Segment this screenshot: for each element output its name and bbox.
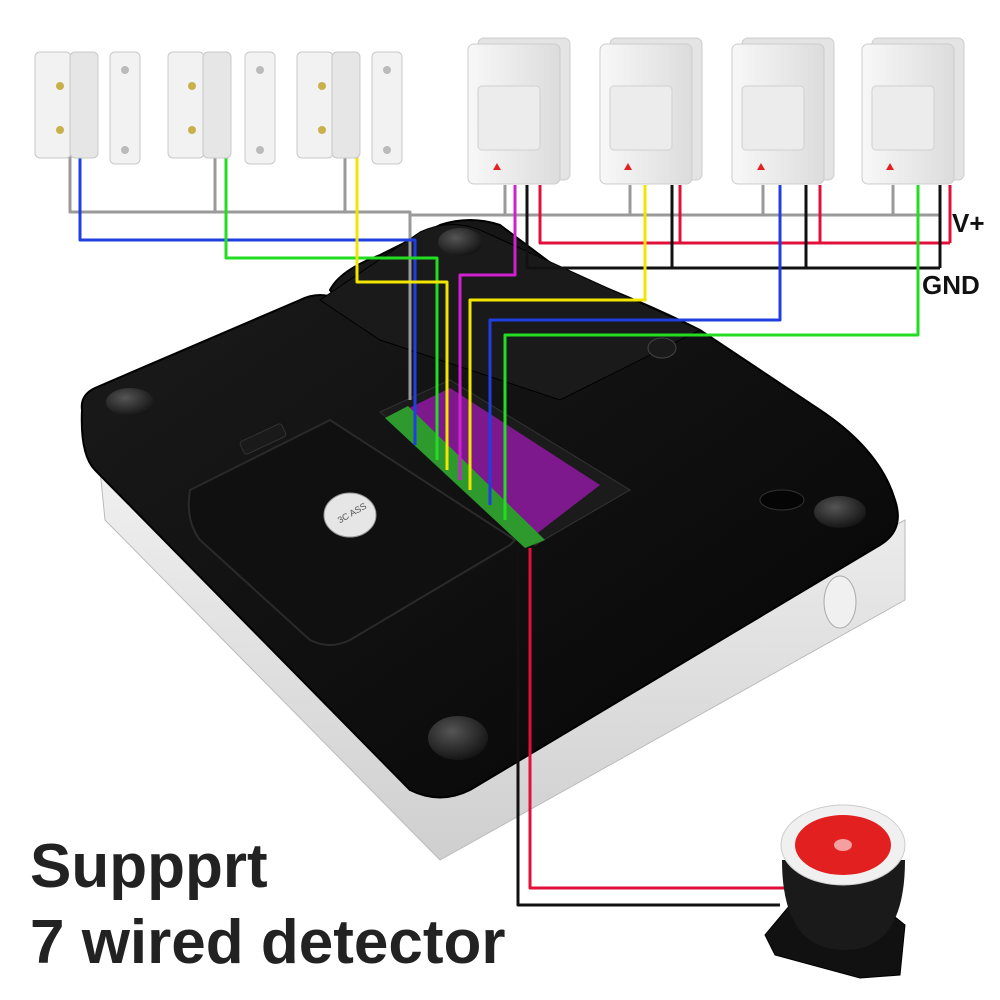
battery-latch	[239, 423, 287, 455]
caption-line-1: Suppprt	[30, 832, 268, 901]
siren	[764, 804, 906, 979]
wall-mount-slot	[759, 489, 805, 511]
common-wire	[68, 150, 412, 400]
pir-sensor-4	[861, 37, 965, 185]
door-contact-1	[34, 51, 141, 165]
door-contact-3	[296, 51, 403, 165]
siren-body	[782, 860, 905, 950]
ground-bus	[525, 185, 940, 270]
pir-sensor-1	[467, 37, 571, 185]
zone-wire-blue-pir	[488, 185, 782, 505]
alarm-panel	[80, 219, 906, 861]
zone-wire-yellow-pir	[468, 185, 647, 490]
door-contact-2	[167, 51, 276, 165]
gnd-label: GND	[922, 270, 980, 300]
pir-sensor-2	[599, 37, 703, 185]
siren-wire-red	[528, 548, 790, 890]
foot-bottom	[428, 716, 488, 760]
power-bus	[538, 185, 950, 245]
siren-wire-black	[516, 545, 780, 907]
siren-cap-center	[834, 839, 852, 851]
vplus-label: V+	[952, 208, 985, 238]
zone-wire-green-pir	[503, 185, 920, 520]
pir-sensor-3	[731, 37, 835, 185]
caption-line-2: 7 wired detector	[30, 908, 506, 977]
foot-back-left	[438, 228, 482, 256]
door-contacts	[34, 51, 403, 165]
pir-sensors	[467, 37, 965, 185]
foot-front-left	[106, 388, 154, 416]
side-label	[823, 575, 857, 629]
screw-hole	[647, 337, 677, 359]
panel-sticker	[323, 492, 377, 538]
zone-wire-magenta-pir	[458, 185, 517, 480]
foot-front-right	[814, 496, 866, 528]
